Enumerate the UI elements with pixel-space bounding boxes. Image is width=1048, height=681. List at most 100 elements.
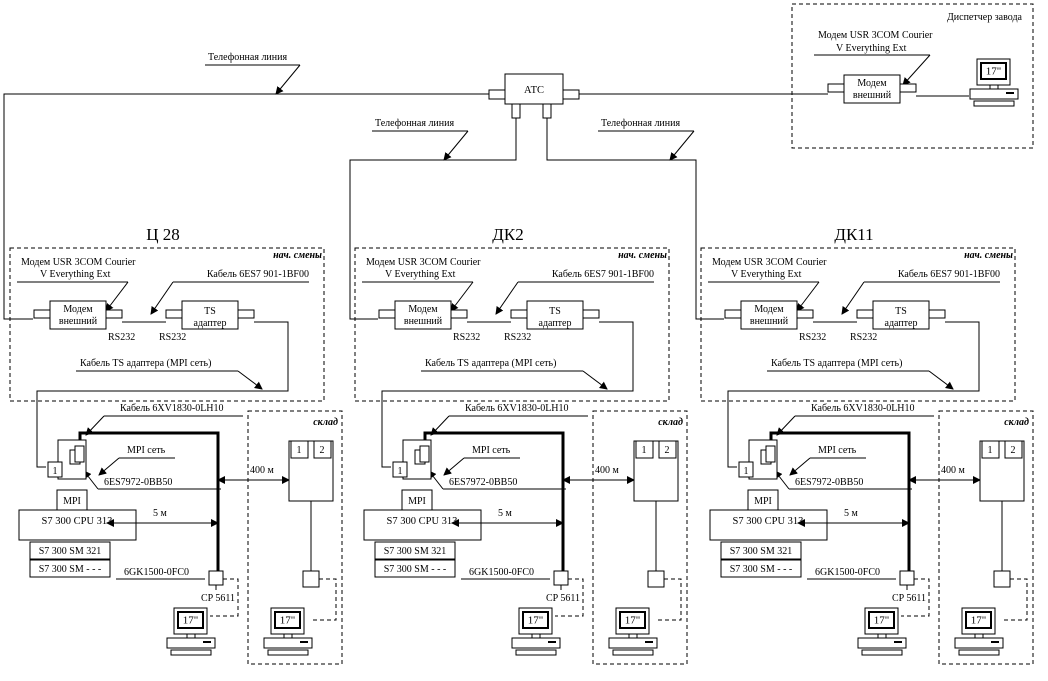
remote-port-1: 1 [642, 445, 647, 456]
ts-cable-label: Кабель TS адаптера (MPI сеть) [771, 358, 902, 369]
cp-cable-label: 6GK1500-0FC0 [469, 567, 534, 578]
dispatcher-label: Диспетчер завода [947, 12, 1023, 23]
cp-card [899, 570, 915, 586]
ts-adapter-label-2: адаптер [194, 318, 227, 329]
connector-label: 6ES7972-0BB50 [104, 477, 172, 488]
cp-cable-label: 6GK1500-0FC0 [815, 567, 880, 578]
sm321-module [374, 541, 456, 560]
rs232-label-modem: RS232 [453, 332, 480, 343]
warehouse-computer: 17" [954, 607, 1004, 656]
sm321-label: S7 300 SM 321 [384, 546, 447, 557]
cable-pc-label: Кабель 6ES7 901-1BF00 [898, 269, 1000, 280]
mpi-label: MPI [63, 496, 81, 507]
phone-lines: Телефонная линия Телефонная линия Телефо… [3, 52, 828, 320]
cp-card [553, 570, 569, 586]
station-title: Ц 28 [146, 225, 180, 244]
connector-port-1: 1 [744, 466, 749, 477]
rs232-label-ts: RS232 [850, 332, 877, 343]
ts-adapter: TS адаптер [165, 300, 255, 330]
station-computer-monitor: 17" [874, 615, 890, 627]
mpi-net-label: MPI сеть [127, 445, 166, 456]
chief-zone-label: нач. смены [964, 250, 1013, 261]
remote-port-2: 2 [665, 445, 670, 456]
chief-zone [9, 247, 325, 402]
chief-zone [700, 247, 1016, 402]
ts-adapter-label-1: TS [549, 306, 561, 317]
cpu-label: S7 300 CPU 313 [42, 516, 113, 527]
dispatcher-modem: Модем внешний [827, 74, 917, 104]
ts-cable-label: Кабель TS адаптера (MPI сеть) [80, 358, 211, 369]
chief-zone [354, 247, 670, 402]
modem: Модем внешний [378, 300, 468, 330]
remote-device: 1 2 [288, 440, 334, 502]
station-computer-monitor: 17" [528, 615, 544, 627]
cable-pc-label: Кабель 6ES7 901-1BF00 [207, 269, 309, 280]
stations: Ц 28 нач. смены склад Модем USR 3COM Cou… [9, 225, 1034, 665]
remote-device: 1 2 [979, 440, 1025, 502]
station-computer: 17" [857, 607, 907, 656]
connector-port-1: 1 [53, 466, 58, 477]
svg-text:внешний: внешний [853, 90, 892, 101]
profibus-cable-label: Кабель 6XV1830-0LH10 [465, 403, 569, 414]
cp-label: CP 5611 [892, 593, 926, 604]
modem-label-1: Модем [408, 304, 438, 315]
cp-label: CP 5611 [546, 593, 580, 604]
ats-node: АТС [488, 73, 580, 119]
warehouse-zone-label: склад [1004, 417, 1029, 428]
ts-adapter-label-1: TS [895, 306, 907, 317]
remote-port-2: 2 [320, 445, 325, 456]
rs232-label-modem: RS232 [108, 332, 135, 343]
modem-label-1: Модем [63, 304, 93, 315]
warehouse-computer-monitor: 17" [625, 615, 641, 627]
warehouse-computer: 17" [263, 607, 313, 656]
profibus-cable-label: Кабель 6XV1830-0LH10 [811, 403, 915, 414]
ts-adapter-label-2: адаптер [539, 318, 572, 329]
dist-400-label: 400 м [250, 465, 275, 476]
dist-5-label: 5 м [844, 508, 859, 519]
warehouse-zone [247, 410, 343, 665]
station-computer: 17" [511, 607, 561, 656]
modem-label-2: внешний [59, 316, 98, 327]
remote-cp-card [993, 570, 1011, 588]
connector-port-1: 1 [398, 466, 403, 477]
warehouse-computer: 17" [608, 607, 658, 656]
modem-name-1: Модем USR 3COM Courier [21, 257, 136, 268]
modem-name-1: Модем USR 3COM Courier [712, 257, 827, 268]
cp-cable-label: 6GK1500-0FC0 [124, 567, 189, 578]
sm-module [29, 559, 111, 578]
profibus-cable-label: Кабель 6XV1830-0LH10 [120, 403, 224, 414]
warehouse-computer-monitor: 17" [971, 615, 987, 627]
warehouse-zone [592, 410, 688, 665]
modem: Модем внешний [724, 300, 814, 330]
mpi-label: MPI [408, 496, 426, 507]
dispatcher-modem-name-2: V Everything Ext [836, 43, 907, 54]
dispatcher-modem-name-1: Модем USR 3COM Courier [818, 30, 933, 41]
plc-connector: 1 [738, 439, 778, 480]
connector-label: 6ES7972-0BB50 [449, 477, 517, 488]
sm-module [374, 559, 456, 578]
cable-pc-label: Кабель 6ES7 901-1BF00 [552, 269, 654, 280]
station-1: Ц 28 нач. смены склад Модем USR 3COM Cou… [9, 225, 343, 665]
remote-cp-card [302, 570, 320, 588]
connector-label: 6ES7972-0BB50 [795, 477, 863, 488]
cpu-label: S7 300 CPU 313 [733, 516, 804, 527]
mpi-net-label: MPI сеть [818, 445, 857, 456]
ts-adapter-label-1: TS [204, 306, 216, 317]
modem-label-1: Модем [754, 304, 784, 315]
modem-name-2: V Everything Ext [731, 269, 802, 280]
dist-5-label: 5 м [153, 508, 168, 519]
ts-adapter-label-2: адаптер [885, 318, 918, 329]
svg-text:17": 17" [986, 66, 1002, 78]
cp-label: CP 5611 [201, 593, 235, 604]
plc-connector: 1 [392, 439, 432, 480]
sm-label: S7 300 SM - - - [39, 564, 102, 575]
rs232-label-ts: RS232 [159, 332, 186, 343]
ts-adapter: TS адаптер [856, 300, 946, 330]
modem-name-2: V Everything Ext [40, 269, 111, 280]
chief-zone-label: нач. смены [618, 250, 667, 261]
ts-adapter: TS адаптер [510, 300, 600, 330]
sm321-label: S7 300 SM 321 [730, 546, 793, 557]
station-title: ДК2 [492, 225, 523, 244]
warehouse-computer-monitor: 17" [280, 615, 296, 627]
sm321-module [29, 541, 111, 560]
